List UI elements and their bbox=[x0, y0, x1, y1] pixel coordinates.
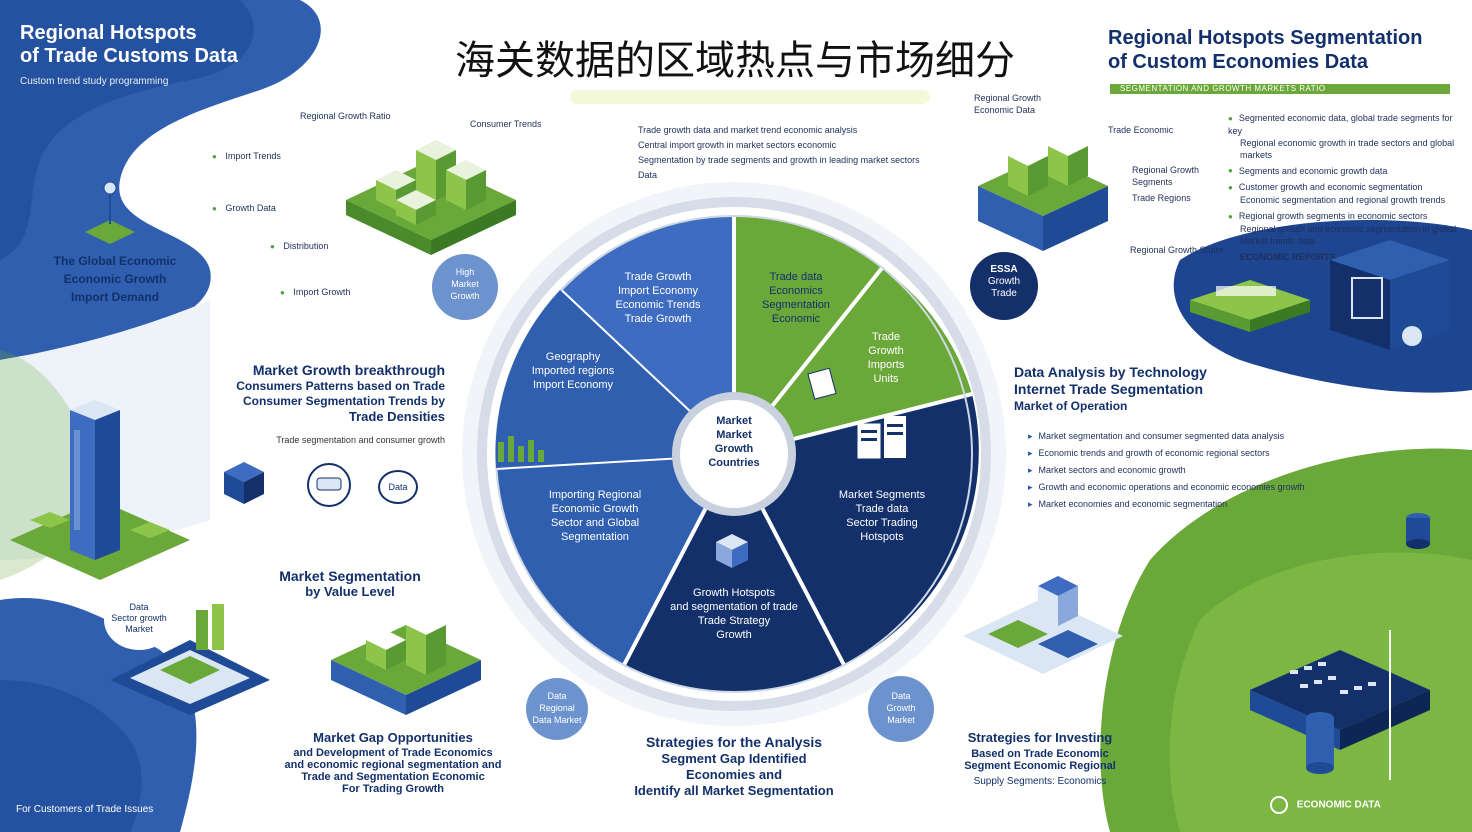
growth-block-title-3: Consumer Segmentation Trends by bbox=[242, 394, 445, 408]
cube-cluster-top-left bbox=[346, 140, 516, 255]
segment-wheel bbox=[495, 215, 979, 693]
right-mid-block: Data Analysis by Technology Internet Tra… bbox=[1014, 364, 1274, 414]
label-distribution: Distribution bbox=[270, 240, 380, 253]
top-left-subtitle: Custom trend study programming bbox=[20, 76, 169, 87]
growth-block: Market Growth breakthrough Consumers Pat… bbox=[190, 362, 445, 445]
bottom-center-block: Strategies for the Analysis Segment Gap … bbox=[634, 734, 834, 798]
right-mid-bullets: Market segmentation and consumer segment… bbox=[1028, 430, 1318, 510]
top-left-header: Regional Hotspots of Trade Customs Data … bbox=[20, 22, 280, 87]
top-right-side-label-3: Trade Regions bbox=[1132, 193, 1191, 203]
label-consumer-trends: Consumer Trends bbox=[470, 119, 542, 129]
wedge-top-right bbox=[734, 216, 882, 454]
top-left-title-1: Regional Hotspots bbox=[20, 22, 197, 44]
left-callout-line-1: The Global Economic bbox=[53, 254, 177, 268]
badge-high-market: High Market Growth bbox=[432, 254, 498, 320]
top-right-bullets: Segmented economic data, global trade se… bbox=[1228, 112, 1464, 263]
factory-illustration-left bbox=[110, 604, 270, 715]
server-icon bbox=[857, 416, 906, 459]
badge-essa: ESSA Growth Trade bbox=[970, 252, 1038, 320]
server-illustration-bottom-right bbox=[1250, 630, 1430, 780]
right-mid-title-3: Market of Operation bbox=[1014, 399, 1128, 413]
box-icon bbox=[224, 462, 264, 504]
label-growth-data: Growth Data bbox=[212, 202, 322, 215]
bottom-left-title: Market Gap Opportunities bbox=[313, 730, 473, 745]
wheel-seg-left-upper-text: Geography Imported regions Import Econom… bbox=[531, 351, 615, 391]
cube-cluster-bottom-left bbox=[331, 615, 481, 715]
tank-icon bbox=[1406, 513, 1430, 549]
bottom-right-block: Strategies for Investing Based on Trade … bbox=[940, 730, 1140, 787]
left-callout: The Global Economic Economic Growth Impo… bbox=[30, 254, 200, 304]
main-title: 海关数据的区域热点与市场细分 bbox=[455, 38, 1015, 84]
growth-block-desc: Trade segmentation and consumer growth bbox=[276, 435, 445, 445]
wheel-seg-top-left-text: Trade Growth Import Economy Economic Tre… bbox=[615, 271, 701, 325]
bottom-right-title: Strategies for Investing bbox=[967, 730, 1113, 745]
left-bottom-title: Market Segmentation by Value Level bbox=[279, 568, 421, 599]
top-right-side-label-2: Regional Growth Segments bbox=[1132, 165, 1200, 187]
top-right-side-label-4: Regional Growth Share bbox=[1130, 245, 1224, 255]
wheel-center-text: Market Market Growth Countries bbox=[708, 415, 760, 469]
cube-cluster-top-right bbox=[978, 136, 1108, 251]
building-illustration-left bbox=[10, 400, 190, 580]
top-right-strip-text: SEGMENTATION AND GROWTH MARKETS RATIO bbox=[1120, 84, 1326, 93]
top-center-notes: Trade growth data and market trend econo… bbox=[638, 125, 920, 180]
left-callout-line-3: Import Demand bbox=[70, 290, 159, 304]
top-right-header: Regional Hotspots Segmentation of Custom… bbox=[1108, 26, 1468, 74]
wheel-seg-left-lower-text: Importing Regional Economic Growth Secto… bbox=[548, 489, 642, 543]
top-right-title-1: Regional Hotspots Segmentation bbox=[1108, 27, 1423, 49]
bottom-right-footer: ECONOMIC DATA bbox=[1270, 796, 1460, 814]
left-callout-line-2: Economic Growth bbox=[63, 272, 167, 286]
badge-bottom-right: Data Growth Market bbox=[868, 676, 934, 742]
label-import-growth: Import Growth bbox=[280, 286, 390, 299]
wheel-seg-top-right-text: Trade data Economics Segmentation Econom… bbox=[762, 271, 830, 325]
tower-icon bbox=[85, 181, 135, 244]
globe-icon bbox=[1270, 796, 1288, 814]
chat-bubble-icon bbox=[307, 463, 351, 507]
cube-icon bbox=[716, 534, 748, 568]
wheel-seg-bottom-text: Growth Hotspots and segmentation of trad… bbox=[670, 587, 798, 641]
document-icon bbox=[807, 367, 837, 400]
right-mid-title-2: Internet Trade Segmentation bbox=[1014, 381, 1204, 397]
left-bottom-badge: Data Sector growth Market bbox=[104, 590, 174, 650]
top-left-title-2: of Trade Customs Data bbox=[20, 45, 238, 67]
tech-illustration-right bbox=[1190, 240, 1450, 350]
wedge-top-left bbox=[560, 215, 734, 454]
top-right-title-2: of Custom Economies Data bbox=[1108, 51, 1369, 73]
bottom-left-block: Market Gap Opportunities and Development… bbox=[268, 730, 518, 795]
wedge-left-lower bbox=[496, 454, 734, 665]
growth-block-badge: Data bbox=[378, 470, 418, 504]
growth-block-title-1: Market Growth breakthrough bbox=[252, 362, 445, 378]
bottom-left-footer: For Customers of Trade Issues bbox=[16, 804, 154, 815]
city-illustration-bottom-right bbox=[963, 576, 1123, 674]
right-mid-title-1: Data Analysis by Technology bbox=[1014, 364, 1207, 380]
growth-block-title-2: Consumers Patterns based on Trade bbox=[236, 379, 445, 393]
badge-bottom-left: Data Regional Data Market bbox=[526, 678, 588, 740]
top-right-block-labels: Regional Growth Economic Data bbox=[974, 93, 1042, 115]
top-right-side-label-1: Trade Economic bbox=[1108, 125, 1174, 135]
chart-icon bbox=[498, 436, 544, 462]
wedge-bottom bbox=[624, 454, 844, 692]
label-regional-growth: Regional Growth Ratio bbox=[300, 111, 391, 121]
label-import-trends: Import Trends bbox=[212, 150, 322, 163]
growth-block-title-4: Trade Densities bbox=[348, 409, 445, 424]
wheel-seg-right-lower-text: Market Segments Trade data Sector Tradin… bbox=[838, 489, 926, 543]
wheel-seg-right-upper-text: Trade Growth Imports Units bbox=[867, 331, 905, 385]
